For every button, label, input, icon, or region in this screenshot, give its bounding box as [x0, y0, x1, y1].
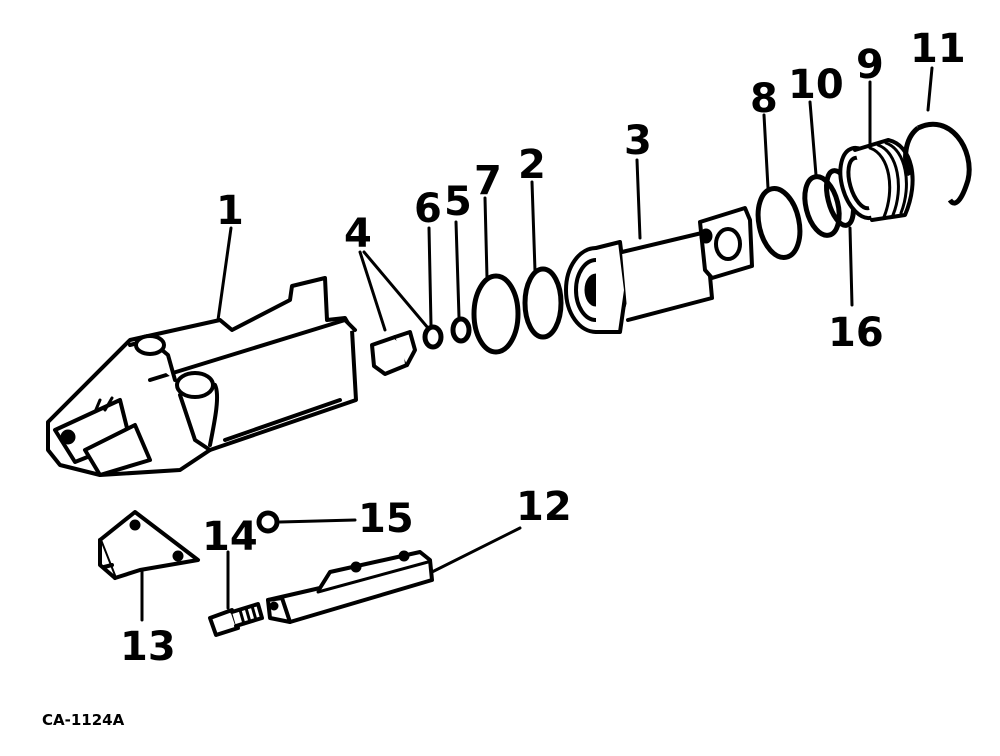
- figure-code: CA-1124A: [42, 711, 125, 729]
- callout-5: 5: [444, 179, 472, 225]
- part-15-washer: [256, 510, 280, 534]
- callout-7: 7: [474, 158, 502, 204]
- leader-3: [635, 158, 642, 240]
- part-7-o-ring: [471, 273, 521, 355]
- part-6-washer: [422, 324, 444, 350]
- callout-13: 13: [120, 624, 176, 670]
- callout-11: 11: [910, 26, 966, 72]
- callout-2: 2: [518, 142, 546, 188]
- part-2-ring: [522, 266, 564, 340]
- callout-9: 9: [856, 42, 884, 88]
- part-5-washer: [450, 316, 472, 344]
- leader-2: [530, 180, 537, 273]
- callout-4: 4: [344, 211, 372, 257]
- leader-1: [216, 226, 233, 322]
- leader-15: [278, 518, 357, 524]
- callout-8: 8: [750, 76, 778, 122]
- part-8-o-ring: [755, 186, 803, 260]
- callout-labels: 1 2 3 4 5 6 7 8 9 10 11 12 13 14 15 16: [120, 26, 966, 670]
- callout-10: 10: [788, 62, 844, 108]
- leader-lines: [140, 66, 934, 622]
- part-10-ring: [802, 174, 842, 238]
- callout-15: 15: [358, 496, 414, 542]
- callout-14: 14: [202, 514, 258, 560]
- part-12-bar: [266, 550, 434, 624]
- leader-8: [762, 113, 770, 190]
- part-13-bracket: [98, 510, 200, 580]
- callout-16: 16: [828, 310, 884, 356]
- leader-6: [427, 226, 433, 327]
- callout-3: 3: [624, 118, 652, 164]
- part-9-gland-nut: [838, 138, 915, 222]
- leader-10: [808, 100, 818, 177]
- callout-1: 1: [216, 188, 244, 234]
- part-11-snap-ring: [903, 121, 972, 206]
- leader-11: [926, 66, 934, 112]
- part-14-bolt: [208, 602, 264, 637]
- part-1-cylinder-housing: [46, 276, 358, 477]
- leader-4b: [362, 250, 430, 330]
- part-4-plug: [370, 330, 417, 376]
- leader-7: [483, 196, 489, 280]
- leader-4a: [358, 250, 387, 332]
- leader-5: [454, 220, 461, 319]
- callout-6: 6: [414, 186, 442, 232]
- part-3-piston: [564, 206, 754, 334]
- leader-12: [430, 526, 522, 574]
- leader-16: [848, 226, 854, 307]
- callout-12: 12: [516, 484, 572, 530]
